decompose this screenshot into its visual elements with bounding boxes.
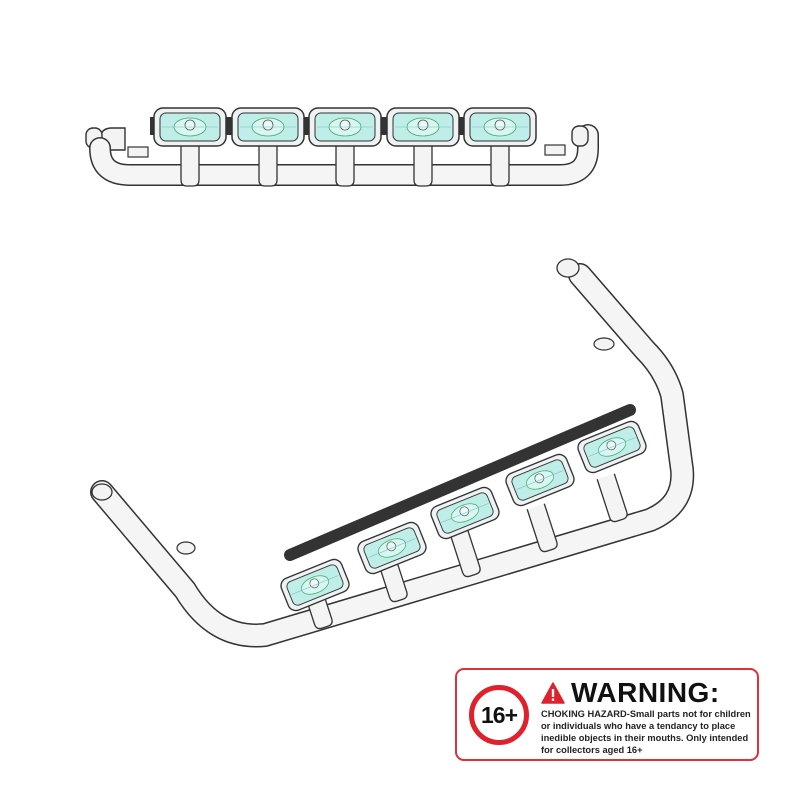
warning-text: CHOKING HAZARD-Small parts not for child…	[541, 709, 751, 755]
front-view-light-bar	[85, 107, 599, 187]
choking-hazard-warning-label: 16+ WARNING: CHOKING HAZARD-Small parts …	[455, 668, 759, 761]
warning-title: WARNING:	[571, 677, 720, 708]
warning-triangle-icon	[541, 682, 565, 704]
age-16-plus-badge: 16+	[469, 685, 529, 745]
warning-heading: WARNING:	[541, 678, 720, 708]
perspective-view-light-bar	[90, 258, 695, 648]
